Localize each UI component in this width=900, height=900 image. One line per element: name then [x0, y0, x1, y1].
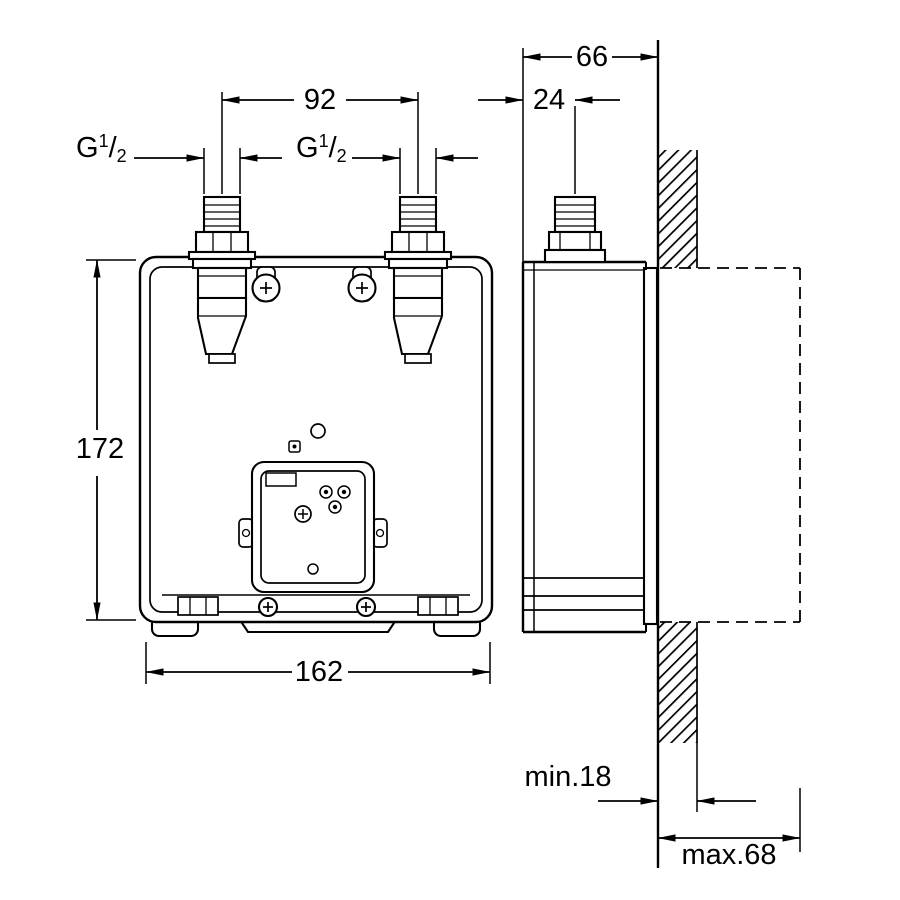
bottom-screw-right	[355, 596, 377, 618]
thread-label-right: G1/2	[296, 131, 347, 166]
detail-hole	[310, 423, 326, 439]
wall-hatch-top	[658, 150, 697, 268]
fixing-screw-right	[347, 265, 377, 303]
dim-label-min18: min.18	[524, 761, 611, 793]
dimensions: 92 G1/2 G1/2 172 162	[76, 41, 801, 871]
dim-box-height: 172	[76, 259, 136, 621]
dim-label-172: 172	[76, 433, 124, 465]
module-screw	[294, 505, 312, 523]
electronics-module	[238, 460, 388, 594]
fixing-screw-left	[251, 265, 281, 303]
dim-plaster-max: max.68	[657, 788, 801, 871]
module-cover	[250, 460, 376, 594]
dim-box-depth: 66	[522, 41, 659, 262]
dim-label-92: 92	[304, 84, 336, 116]
thread-label-left: G1/2	[76, 131, 127, 166]
module-clip-left	[238, 518, 254, 548]
module-clip-right	[372, 518, 388, 548]
dim-thread-left: G1/2	[76, 131, 282, 194]
dim-label-162: 162	[295, 656, 343, 688]
bottom-bracket-left	[177, 596, 219, 616]
side-view	[521, 40, 801, 868]
thread-connector-side	[543, 195, 607, 264]
bottom-bracket-right	[417, 596, 459, 616]
module-window	[265, 472, 297, 487]
wall-hatch-bottom	[658, 622, 697, 743]
dim-label-24: 24	[533, 84, 565, 116]
detail-clip	[288, 440, 301, 453]
detail-clip-dot	[292, 444, 297, 449]
dim-port-spacing: 92	[221, 84, 419, 194]
front-view	[138, 195, 494, 638]
dim-thread-right: G1/2	[296, 131, 478, 194]
dim-port-offset: 24	[478, 84, 620, 194]
mounting-box-side	[521, 260, 659, 634]
bottom-screw-left	[257, 596, 279, 618]
dim-plaster-min: min.18	[524, 743, 756, 812]
dim-box-width: 162	[145, 642, 491, 688]
mounting-box-front-inner	[149, 266, 483, 613]
dim-label-66: 66	[576, 41, 608, 73]
dim-label-max68: max.68	[681, 839, 776, 871]
back-plate	[642, 266, 659, 626]
